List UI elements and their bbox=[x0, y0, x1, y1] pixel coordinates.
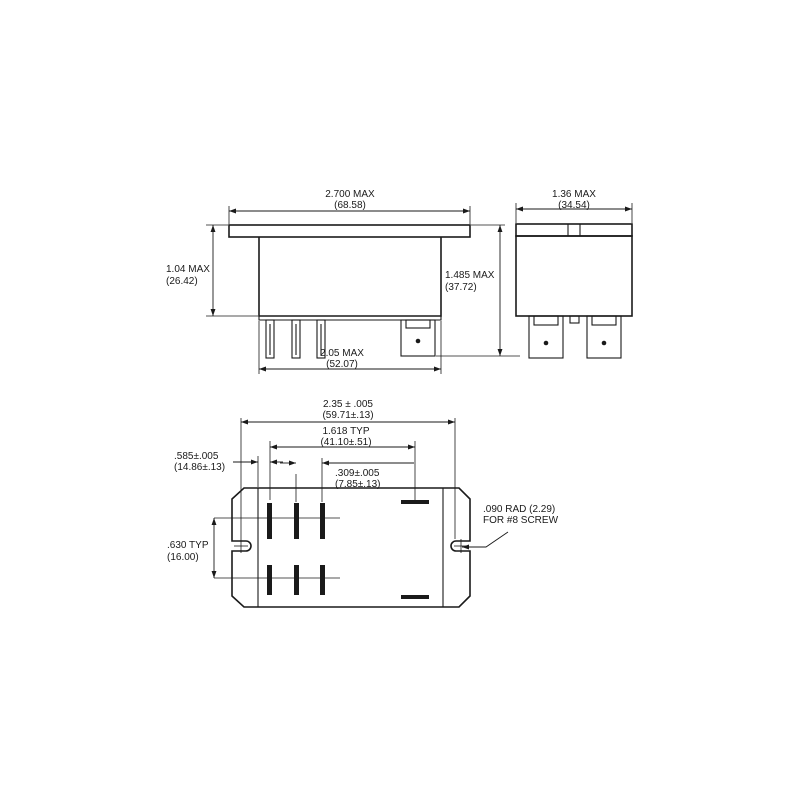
front-flange bbox=[228, 224, 471, 238]
dim-body-height-inch: 1.04 MAX bbox=[166, 264, 210, 275]
dim-terminal-span-mm: (52.07) bbox=[326, 359, 358, 370]
bottom-outline bbox=[231, 487, 471, 608]
side-cap bbox=[515, 223, 633, 237]
bottom-pin-slots bbox=[267, 500, 429, 599]
dim-side-width-inch: 1.36 MAX bbox=[552, 189, 596, 200]
bottom-view: 2.35 ± .005 (59.71±.13) 1.618 TYP (41.10… bbox=[167, 399, 559, 608]
dim-total-height-mm: (37.72) bbox=[445, 282, 477, 293]
side-terminal-left bbox=[528, 315, 564, 359]
slot-callout: .090 RAD (2.29) FOR #8 SCREW bbox=[462, 504, 559, 550]
dim-terminal-span-inch: 2.05 MAX bbox=[320, 348, 364, 359]
dim-side-width: 1.36 MAX (34.54) bbox=[515, 189, 633, 223]
dim-mount-spacing-inch: 2.35 ± .005 bbox=[323, 399, 373, 410]
side-view: 1.36 MAX (34.54) bbox=[515, 189, 633, 359]
front-view: 2.700 MAX (68.58) 1.04 MAX (26.42) 1.485… bbox=[166, 189, 520, 374]
dim-pin-span-inch: 1.618 TYP bbox=[322, 426, 369, 437]
dim-pin-pitch: .309±.005 (7.85±.13) bbox=[280, 458, 414, 502]
dim-pin-pitch-mm: (7.85±.13) bbox=[335, 479, 381, 490]
dim-edge-to-pin-mm: (14.86±.13) bbox=[174, 462, 225, 473]
dim-overall-width: 2.700 MAX (68.58) bbox=[228, 189, 471, 224]
dim-terminal-span: 2.05 MAX (52.07) bbox=[258, 321, 442, 374]
dim-mount-spacing-mm: (59.71±.13) bbox=[322, 410, 373, 421]
dim-pin-span-mm: (41.10±.51) bbox=[320, 437, 371, 448]
dim-body-height: 1.04 MAX (26.42) bbox=[166, 224, 258, 317]
slot-note-line2: FOR #8 SCREW bbox=[483, 515, 559, 526]
front-terminal bbox=[400, 319, 436, 357]
dim-mount-spacing: 2.35 ± .005 (59.71±.13) bbox=[240, 399, 456, 539]
dim-row-spacing-inch: .630 TYP bbox=[167, 540, 209, 551]
dim-row-spacing-mm: (16.00) bbox=[167, 552, 199, 563]
dim-body-height-mm: (26.42) bbox=[166, 276, 198, 287]
side-body bbox=[515, 235, 633, 317]
dim-pin-span: 1.618 TYP (41.10±.51) bbox=[269, 426, 416, 500]
dim-total-height-inch: 1.485 MAX bbox=[445, 270, 495, 281]
dim-overall-width-inch: 2.700 MAX bbox=[325, 189, 375, 200]
dim-edge-to-pin: .585±.005 (14.86±.13) bbox=[174, 451, 283, 487]
dim-edge-to-pin-inch: .585±.005 bbox=[174, 451, 219, 462]
dim-row-spacing: .630 TYP (16.00) bbox=[167, 518, 217, 578]
dim-total-height: 1.485 MAX (37.72) bbox=[436, 224, 520, 357]
side-terminal-right bbox=[586, 315, 622, 359]
front-body bbox=[258, 237, 442, 317]
front-pins bbox=[265, 319, 326, 359]
dim-overall-width-mm: (68.58) bbox=[334, 200, 366, 211]
slot-note-line1: .090 RAD (2.29) bbox=[483, 504, 555, 515]
front-base bbox=[258, 316, 442, 321]
dim-side-width-mm: (34.54) bbox=[558, 200, 590, 211]
dim-pin-pitch-inch: .309±.005 bbox=[335, 468, 380, 479]
